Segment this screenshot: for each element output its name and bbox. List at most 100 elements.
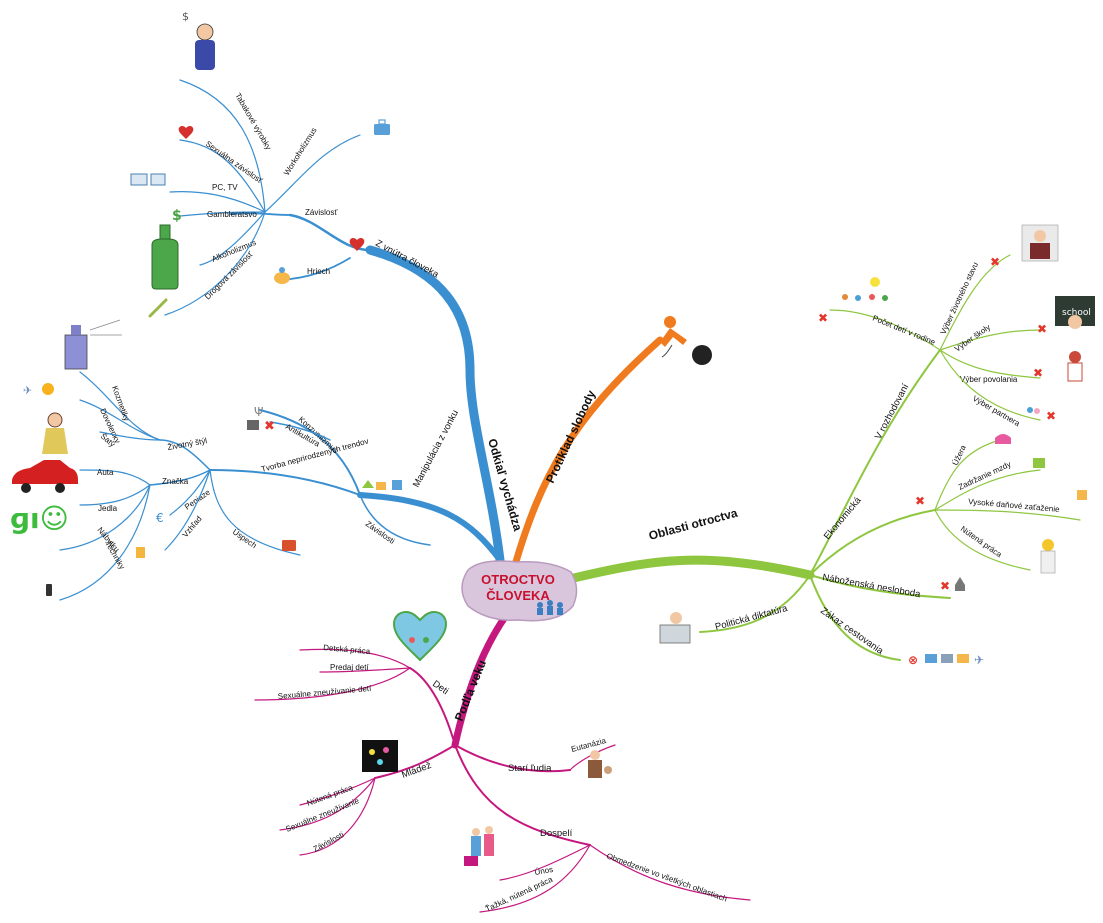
perfume-icon [64, 319, 122, 370]
euro-icon: € [156, 511, 164, 525]
item-sexualne-deti: Sexuálne zneužívanie detí [277, 684, 372, 701]
branch-oblasti-trunk [560, 555, 815, 585]
heart-small-icon [178, 125, 194, 139]
item-obmedzenie: Obmedzenie vo všetkých oblastiach [605, 851, 728, 903]
dollar-icon: $ [172, 208, 182, 224]
trendy-branch [209, 469, 361, 496]
svg-text:✈: ✈ [23, 384, 32, 397]
elderly-icon [588, 750, 612, 778]
travel-icon: ✈ [23, 383, 54, 397]
manipulacia-label: Manipulácia z vonku [411, 408, 461, 489]
protiklad-label: Protiklad slobody [543, 388, 598, 485]
item-sexualna: Sexuálna závislosť [204, 139, 265, 185]
lotion-icon [136, 547, 145, 558]
ekonomicka-label: Ekonomická [822, 495, 864, 542]
item-jedla: Jedla [98, 504, 118, 513]
phone-icon [46, 584, 52, 596]
economy-icons: ✖ [915, 434, 1087, 508]
car-icon [12, 460, 78, 493]
heart-family-icon [392, 610, 448, 662]
z-vnutra-label: Z vnútra človeka [374, 238, 441, 281]
konzum-branch [259, 409, 361, 496]
hriech-label: Hriech [307, 267, 330, 276]
item-pocet-deti: Počet detí v rodine [871, 314, 937, 348]
z-vnutra-branch [288, 213, 372, 252]
briefcase-icon [374, 119, 390, 135]
branch-oblasti: Oblasti otroctva V rozhodovaní Počet det… [560, 224, 1095, 667]
dospeli-label: Dospelí [540, 828, 573, 839]
priest-icon: ✖ [990, 224, 1059, 269]
svg-text:$: $ [172, 208, 182, 224]
item-tabakove: Tabakové výrobky [233, 92, 273, 152]
branch-podla-veku: Podľa veku Deti Detská práca Predaj detí… [254, 606, 751, 914]
branch-manipulacia-trunk [357, 492, 503, 563]
item-zavislosti-mladez: Závislosti [312, 830, 346, 854]
svg-text:✖: ✖ [990, 255, 1000, 269]
businessman-icon: $ [182, 10, 215, 70]
item-auta: Auta [97, 468, 114, 477]
zavislost-label: Závislosť [305, 208, 338, 217]
travel-ban-icons: ⊗ ✈ [908, 653, 984, 667]
item-zadrzanie: Zadržanie mzdy [957, 460, 1012, 492]
item-vyber-povolania: Výber povolania [960, 375, 1018, 384]
item-predaj-deti: Predaj detí [330, 663, 369, 672]
item-tazka: Ťažká, nútená práca [484, 875, 554, 914]
church-icon: ✖ [940, 577, 965, 593]
svg-text:school: school [1062, 308, 1091, 318]
svg-text:✖: ✖ [264, 419, 275, 434]
worker-icon [1040, 539, 1056, 574]
computer-tv-icon [130, 173, 166, 186]
children-icon: ✖ [818, 277, 888, 325]
item-detska-praca: Detská práca [323, 643, 371, 656]
branch-podla-veku-trunk [451, 606, 514, 749]
podla-veku-label: Podľa veku [452, 658, 489, 723]
people-icon [537, 600, 563, 615]
mladez-label: Mládež [400, 760, 433, 781]
svg-text:✖: ✖ [915, 494, 925, 508]
politicka-label: Politická diktatúra [714, 603, 789, 633]
cutlery-icon: Ψ [254, 405, 263, 419]
item-uzera: Úžera [951, 443, 968, 467]
svg-text:✖: ✖ [1046, 409, 1056, 423]
disco-icon [362, 740, 398, 772]
svg-text:Ψ: Ψ [254, 405, 263, 419]
v-rozhodovani-label: V rozhodovaní [873, 382, 912, 442]
stari-label: Starí ľudia [508, 763, 552, 774]
heart-icon [349, 237, 365, 251]
item-vysoke: Vysoké daňové zaťaženie [968, 497, 1061, 514]
svg-text:€: € [156, 511, 164, 525]
item-vyber-skoly: Výber školy [953, 323, 992, 354]
center-title-line1: OTROCTVO [481, 572, 555, 587]
item-zivotny-stav: Výber životného stavu [939, 261, 980, 336]
svg-text:✖: ✖ [1037, 322, 1047, 336]
item-vyber-partnera: Výber partnera [971, 394, 1022, 429]
branch-protiklad-trunk [511, 336, 664, 569]
woman-icon [42, 412, 68, 454]
center-node[interactable]: OTROCTVO ČLOVEKA [461, 560, 578, 622]
bag-icon [282, 540, 296, 551]
item-workoholizmus: Workoholizmus [282, 126, 319, 177]
svg-text:$: $ [182, 10, 189, 23]
family-icon [464, 826, 494, 866]
svg-text:ɡı☺: ɡı☺ [10, 502, 69, 535]
svg-text:✖: ✖ [818, 311, 828, 325]
znacka-label: Značka [162, 477, 189, 486]
branch-odkial-trunk [365, 245, 505, 565]
svg-text:✈: ✈ [974, 653, 984, 667]
nabozenska-label: Náboženská nesloboda [821, 572, 921, 600]
svg-text:⊗: ⊗ [908, 653, 918, 667]
school-icon: school ✖ [1037, 296, 1095, 336]
branch-odkial: Odkiaľ vychádza Z vnútra človeka Závislo… [10, 10, 525, 601]
syringe-icon [148, 298, 168, 318]
piggy-icon [274, 267, 290, 284]
prisoner-icon [660, 316, 712, 365]
bottle-icon [151, 224, 179, 290]
zakaz-label: Zákaz cestovania [818, 605, 885, 657]
center-title-line2: ČLOVEKA [486, 588, 550, 603]
trends-icons [362, 480, 402, 490]
item-pc-tv: PC, TV [212, 183, 238, 192]
cross-icon: ✖ [247, 419, 275, 434]
item-eutanazia: Eutanázia [570, 736, 607, 754]
item-gamblerstvo: Gambleratsvo [207, 210, 257, 219]
